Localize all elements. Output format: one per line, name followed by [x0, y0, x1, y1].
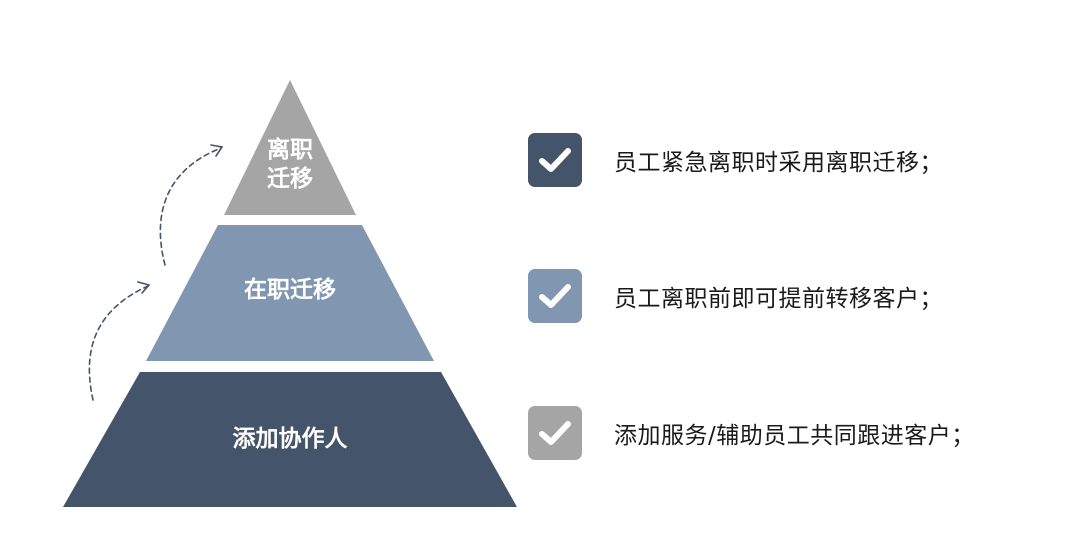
pyramid-tier-middle	[146, 225, 434, 361]
list-item-collaborator: 添加服务/辅助员工共同跟进客户；	[528, 406, 975, 460]
checkmark-icon	[528, 406, 582, 460]
pyramid-tier-top	[224, 80, 356, 215]
checkmark-icon	[528, 133, 582, 187]
arrowhead-lower-icon	[137, 281, 151, 294]
item-text: 添加服务/辅助员工共同跟进客户；	[614, 423, 975, 449]
arrowhead-upper-icon	[210, 144, 224, 157]
checkmark-icon	[528, 269, 582, 323]
dashed-arrow-lower-icon	[88, 285, 149, 401]
tier-label-top: 离职 迁移	[250, 136, 330, 194]
list-item-onjob: 员工离职前即可提前转移客户；	[528, 269, 943, 323]
dashed-arrow-upper-icon	[159, 147, 222, 266]
list-item-offboarding: 员工紧急离职时采用离职迁移；	[528, 133, 943, 187]
pyramid-tier-bottom	[63, 372, 517, 507]
tier-label-bottom: 添加协作人	[232, 426, 348, 452]
tier-label-middle: 在职迁移	[244, 277, 336, 303]
item-text: 员工紧急离职时采用离职迁移；	[614, 150, 943, 176]
tier-label-top-line2: 迁移	[267, 165, 313, 192]
item-text: 员工离职前即可提前转移客户；	[614, 286, 943, 312]
tier-label-top-line1: 离职	[267, 137, 313, 163]
